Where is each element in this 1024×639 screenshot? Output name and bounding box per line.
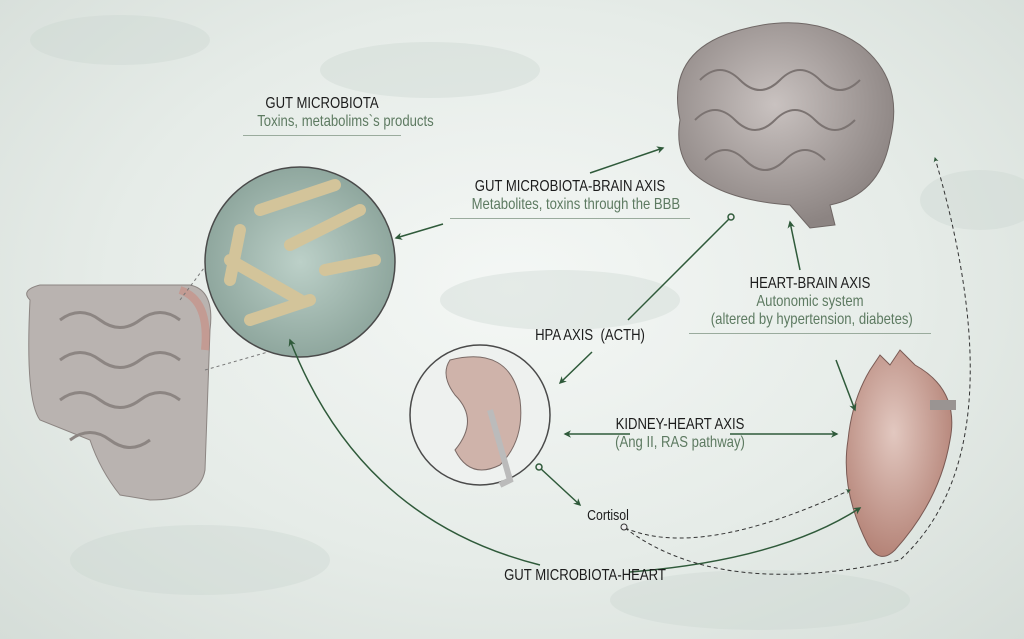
gut-brain-axis-title: GUT MICROBIOTA-BRAIN AXIS bbox=[474, 178, 666, 195]
kidney-heart-axis-title: KIDNEY-HEART AXIS bbox=[615, 416, 745, 433]
kidney-heart-axis-subtitle: (Ang II, RAS pathway) bbox=[615, 434, 745, 451]
gut-heart-title: GUT MICROBIOTA-HEART bbox=[504, 567, 666, 584]
background-bacteria bbox=[30, 15, 1024, 630]
heart-brain-axis-title: HEART-BRAIN AXIS bbox=[749, 275, 871, 292]
arrows bbox=[288, 146, 862, 573]
microbiota-illustration bbox=[204, 166, 396, 358]
gut-microbiota-title: GUT MICROBIOTA bbox=[265, 95, 379, 112]
cortisol-label: Cortisol bbox=[583, 507, 634, 524]
gut-microbiota-subtitle: Toxins, metabolims`s products bbox=[257, 113, 434, 130]
hpa-axis-title: HPA AXIS (ACTH) bbox=[535, 327, 645, 344]
intestine-illustration bbox=[26, 284, 212, 501]
cortisol-text: Cortisol bbox=[587, 507, 629, 524]
gut-brain-axis-subtitle: Metabolites, toxins through the BBB bbox=[471, 196, 681, 213]
heart-brain-axis-subtitle-2: (altered by hypertension, diabetes) bbox=[710, 311, 913, 328]
gut-microbiota-label: GUT MICROBIOTA Toxins, metabolims`s prod… bbox=[243, 95, 434, 136]
brain-illustration bbox=[677, 22, 895, 229]
gut-brain-axis-label: GUT MICROBIOTA-BRAIN AXIS Metabolites, t… bbox=[450, 178, 690, 219]
kidney-heart-axis-label: KIDNEY-HEART AXIS (Ang II, RAS pathway) bbox=[601, 416, 759, 452]
kidney-illustration bbox=[409, 344, 551, 488]
hpa-axis-label: HPA AXIS (ACTH) bbox=[523, 327, 657, 345]
heart-brain-axis-label: HEART-BRAIN AXIS Autonomic system (alter… bbox=[689, 275, 931, 334]
dashed-arrows bbox=[620, 157, 971, 575]
heart-illustration bbox=[845, 349, 956, 557]
heart-brain-axis-subtitle-1: Autonomic system bbox=[756, 293, 864, 310]
gut-heart-label: GUT MICROBIOTA-HEART bbox=[486, 567, 683, 585]
